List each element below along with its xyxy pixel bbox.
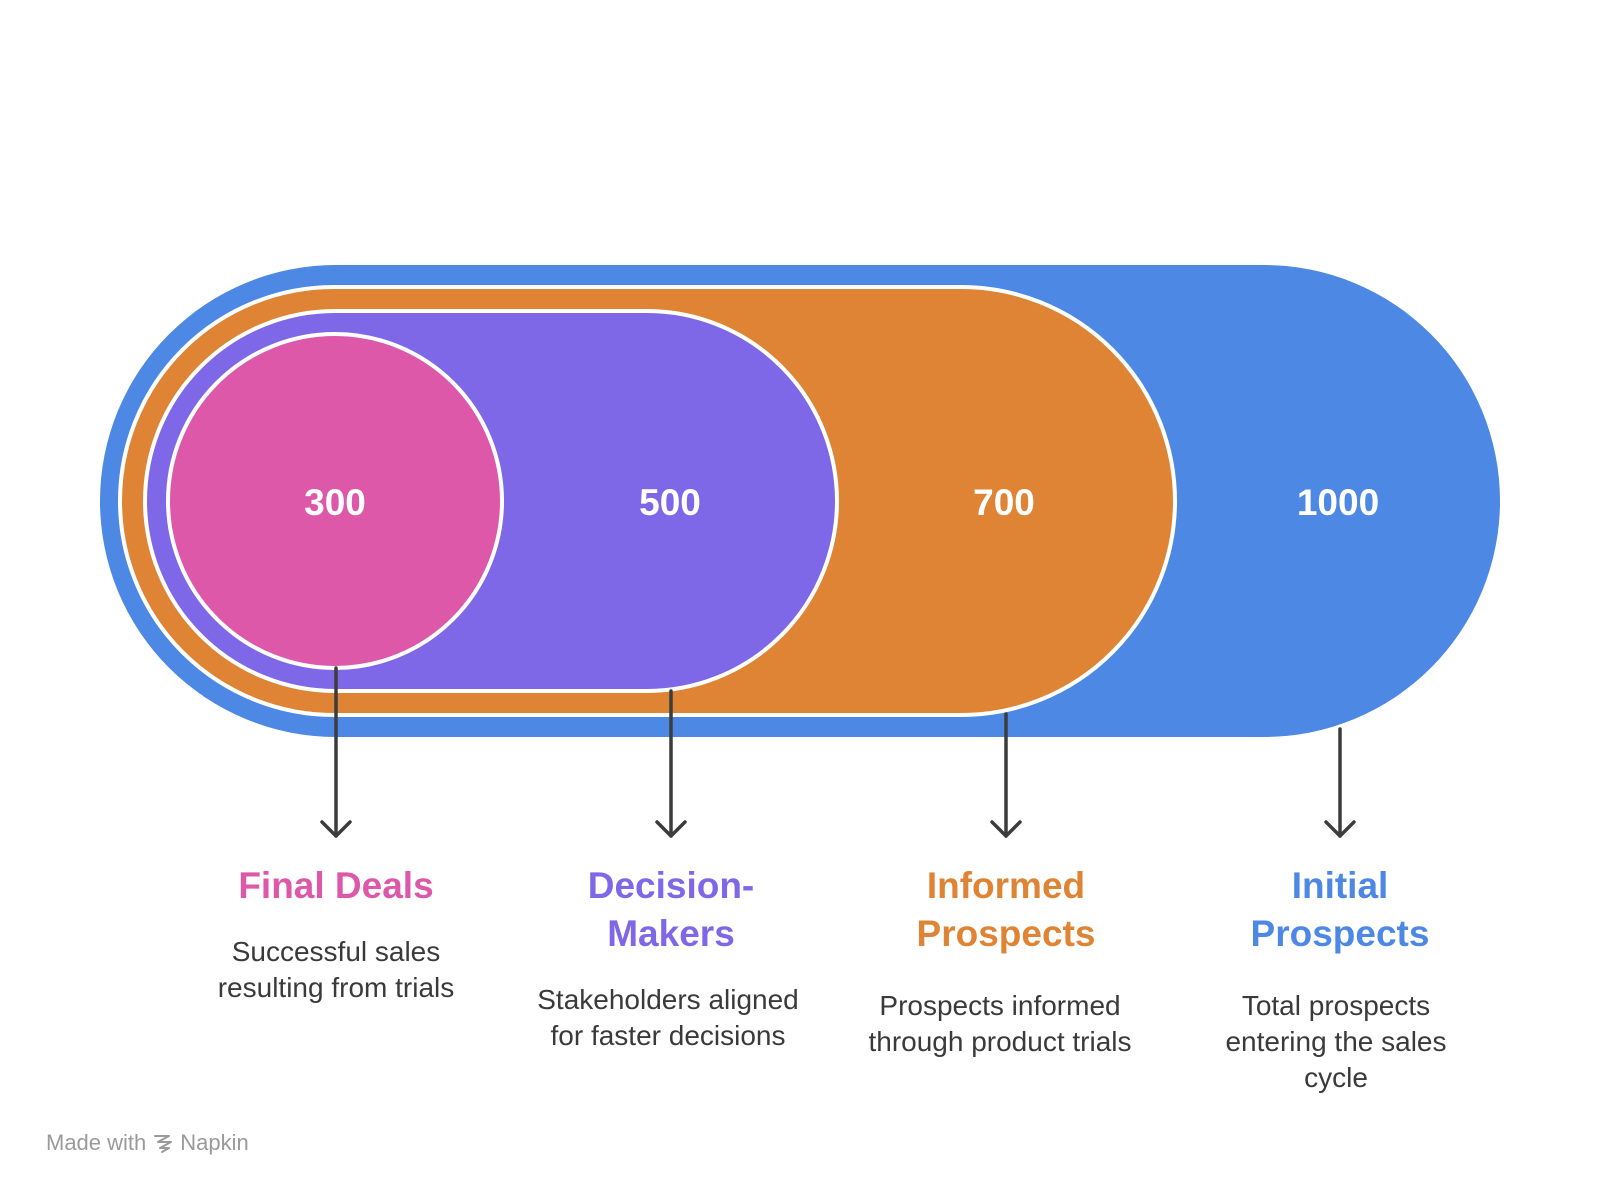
description-final-deals: Successful sales resulting from trials [217, 936, 455, 1003]
arrow-final-deals [320, 666, 352, 838]
arrow-initial-prospects [1324, 727, 1356, 838]
title-informed-prospects: Informed Prospects [916, 865, 1096, 954]
title-final-deals: Final Deals [238, 865, 434, 906]
value-decision-makers: 500 [639, 482, 701, 523]
made-with-napkin-watermark[interactable]: Made with Napkin [46, 1130, 249, 1156]
arrow-informed-prospects [990, 712, 1022, 838]
napkin-logo-icon [152, 1132, 174, 1154]
description-initial-prospects: Total prospects entering the sales cycle [1225, 990, 1447, 1093]
watermark-brand: Napkin [180, 1130, 249, 1155]
title-decision-makers: Decision-Makers [587, 865, 755, 954]
description-informed-prospects: Prospects informed through product trial… [868, 990, 1132, 1057]
arrow-decision-makers [655, 689, 687, 838]
value-final-deals: 300 [304, 482, 366, 523]
description-decision-makers: Stakeholders aligned for faster decision… [537, 984, 799, 1051]
value-initial-prospects: 1000 [1297, 482, 1379, 523]
value-informed-prospects: 700 [973, 482, 1035, 523]
title-initial-prospects: Initial Prospects [1250, 865, 1430, 954]
watermark-prefix: Made with [46, 1130, 147, 1155]
